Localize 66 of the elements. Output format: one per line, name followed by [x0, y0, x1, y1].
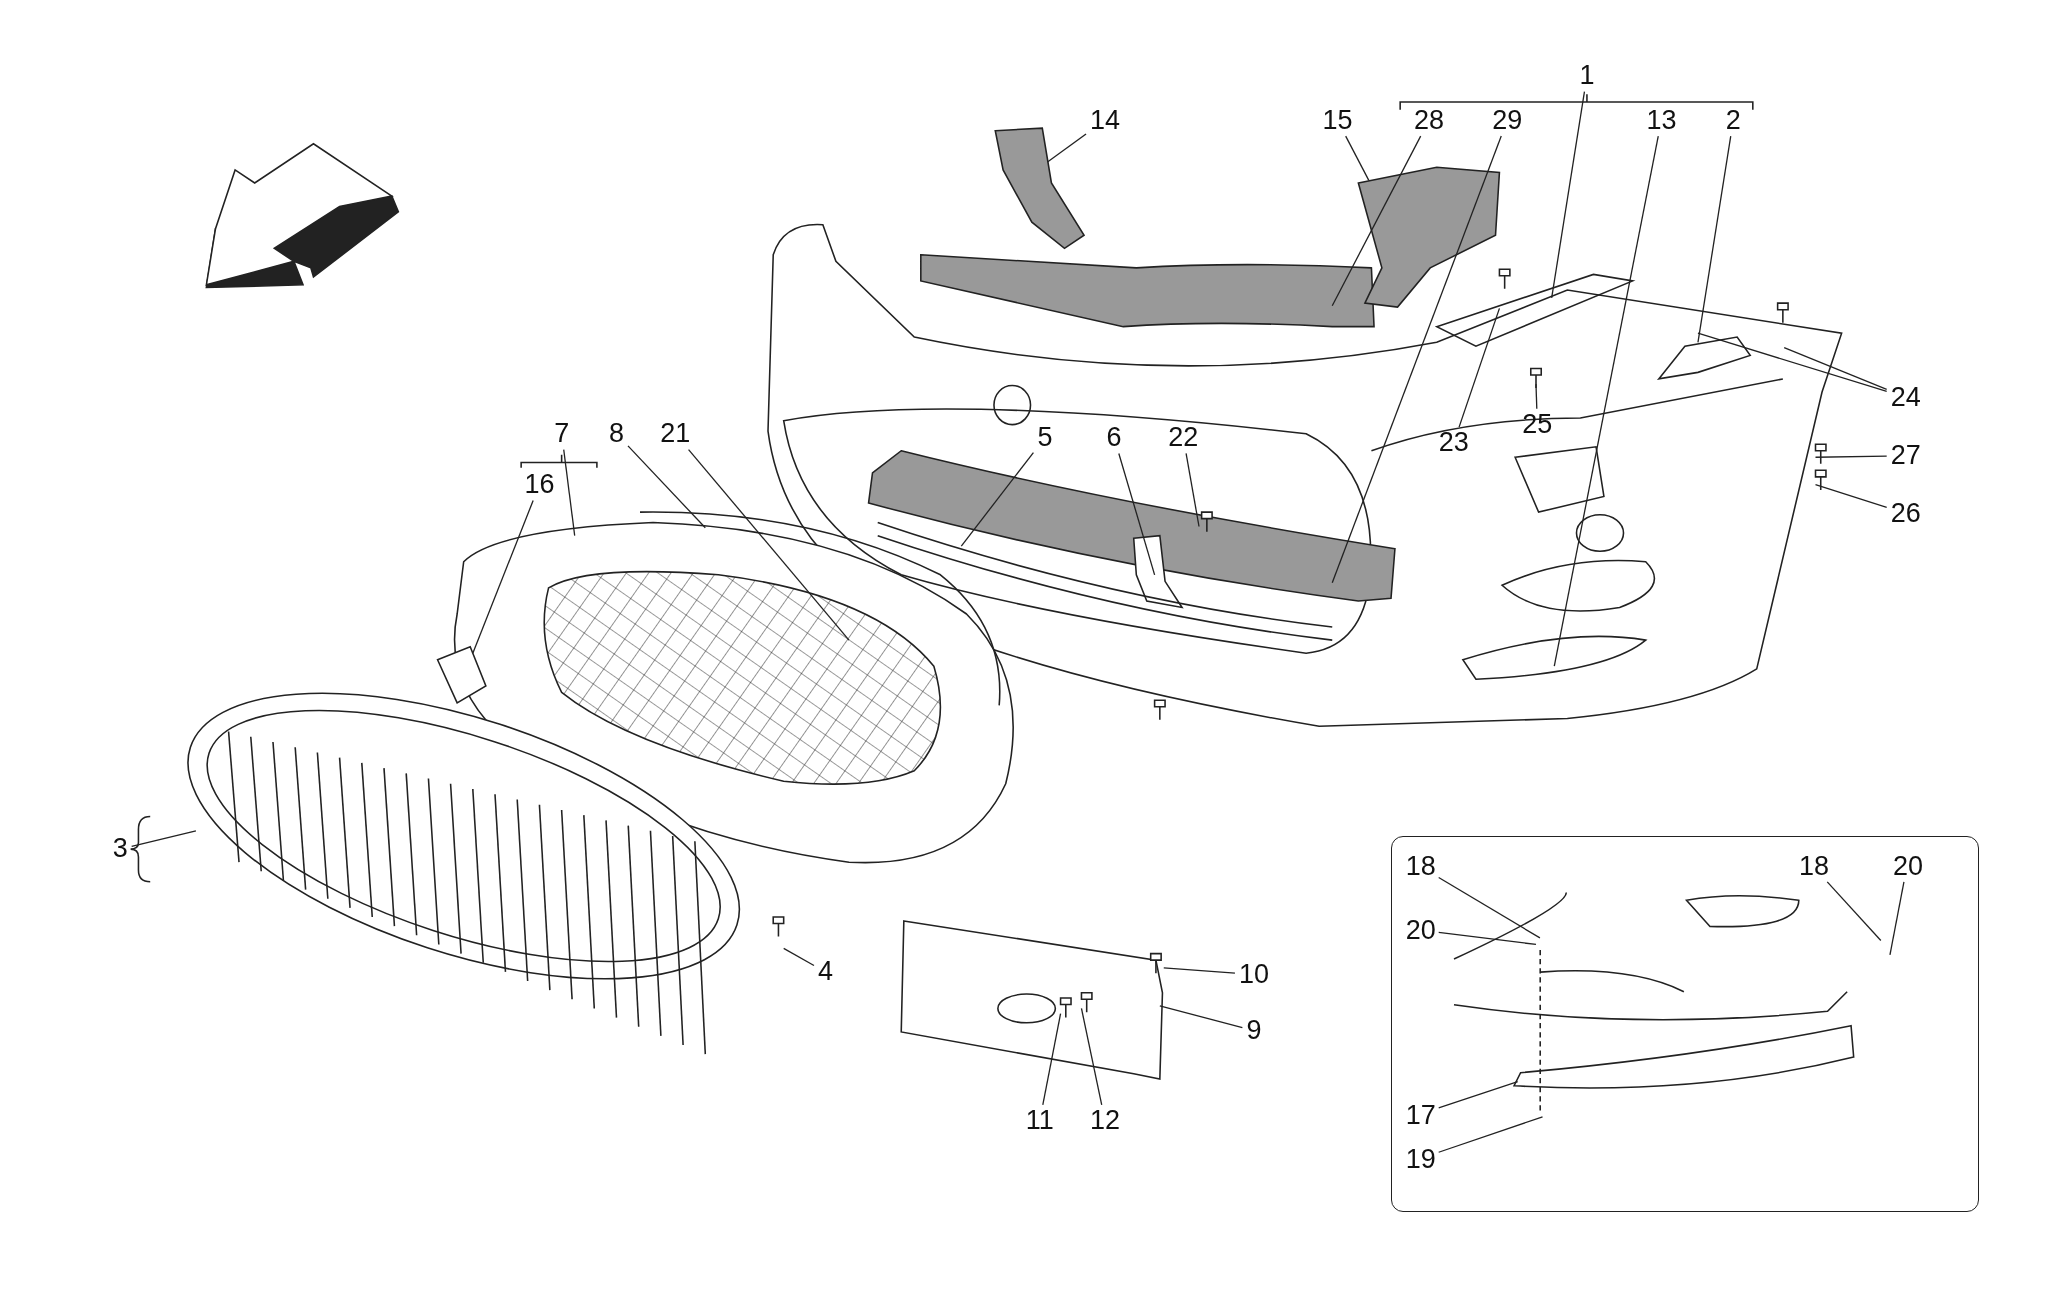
- callout-number: 20: [1892, 852, 1923, 882]
- leader-line: [1438, 1116, 1544, 1153]
- leader-line: [1535, 383, 1538, 410]
- callout-number: 10: [1238, 959, 1269, 989]
- leader-line: [1331, 135, 1502, 584]
- callout-number: 8: [609, 419, 624, 449]
- leader-line: [1551, 91, 1586, 299]
- callout-number: 11: [1025, 1106, 1054, 1136]
- leader-line: [1345, 135, 1370, 182]
- callout-number: 18: [1798, 852, 1829, 882]
- callout-number: 4: [817, 957, 833, 987]
- leader-line: [1163, 967, 1236, 974]
- leader-line: [563, 448, 576, 537]
- callout-number: 14: [1089, 105, 1120, 135]
- inset-panel: [1391, 835, 1979, 1213]
- callout-number: 6: [1106, 423, 1122, 453]
- leader-line: [1553, 135, 1659, 667]
- leader-line: [1438, 931, 1537, 946]
- leader-line: [1438, 876, 1541, 939]
- leader-line: [1185, 452, 1200, 528]
- license-plate-holder-drawing: [900, 920, 1164, 1080]
- callout-number: 29: [1492, 105, 1523, 135]
- callout-number: 23: [1438, 428, 1469, 458]
- leader-line: [1814, 455, 1888, 458]
- callout-number: 20: [1405, 916, 1436, 946]
- leader-line: [1118, 452, 1156, 576]
- leader-line: [1697, 332, 1888, 392]
- callout-number: 22: [1168, 423, 1199, 453]
- callout-number: 19: [1405, 1145, 1436, 1174]
- grille-assembly-drawing: [187, 511, 1014, 1055]
- front-bumper-drawing: [767, 127, 1843, 728]
- leader-line: [627, 445, 706, 529]
- leader-line: [1697, 135, 1732, 343]
- callout-number: 15: [1322, 105, 1353, 135]
- callout-number: 13: [1646, 105, 1677, 135]
- leader-line: [1159, 1005, 1244, 1029]
- leader-line: [1814, 484, 1888, 509]
- callout-number: 21: [660, 419, 691, 449]
- callout-number: 28: [1413, 105, 1444, 135]
- callout-number: 27: [1890, 441, 1921, 471]
- callout-number: 17: [1405, 1100, 1436, 1130]
- leader-line: [1438, 1080, 1519, 1109]
- leader-line: [1889, 881, 1905, 956]
- callout-number: 12: [1089, 1106, 1120, 1136]
- leader-line: [687, 448, 850, 641]
- callout-number: 16: [524, 470, 555, 500]
- callout-number: 18: [1405, 852, 1436, 882]
- leader-line: [131, 830, 197, 847]
- callout-number: 1: [1579, 61, 1595, 91]
- callout-number: 9: [1246, 1016, 1262, 1045]
- callout-number: 3: [112, 834, 128, 864]
- leader-line: [472, 499, 534, 654]
- spoiler-drawing: [1453, 892, 1855, 1113]
- callout-number: 24: [1890, 382, 1921, 412]
- leader-line: [783, 947, 815, 967]
- leader-line: [1826, 881, 1882, 942]
- leader-line: [1783, 346, 1888, 391]
- leader-line: [1046, 133, 1087, 163]
- leader-line: [1080, 1007, 1103, 1106]
- leader-line: [960, 451, 1035, 547]
- leader-line: [1331, 135, 1422, 307]
- leader-line: [1042, 1013, 1062, 1106]
- callout-number: 26: [1890, 498, 1921, 528]
- callout-number: 2: [1725, 105, 1741, 135]
- callout-number: 7: [554, 419, 570, 449]
- callout-number: 5: [1037, 423, 1053, 453]
